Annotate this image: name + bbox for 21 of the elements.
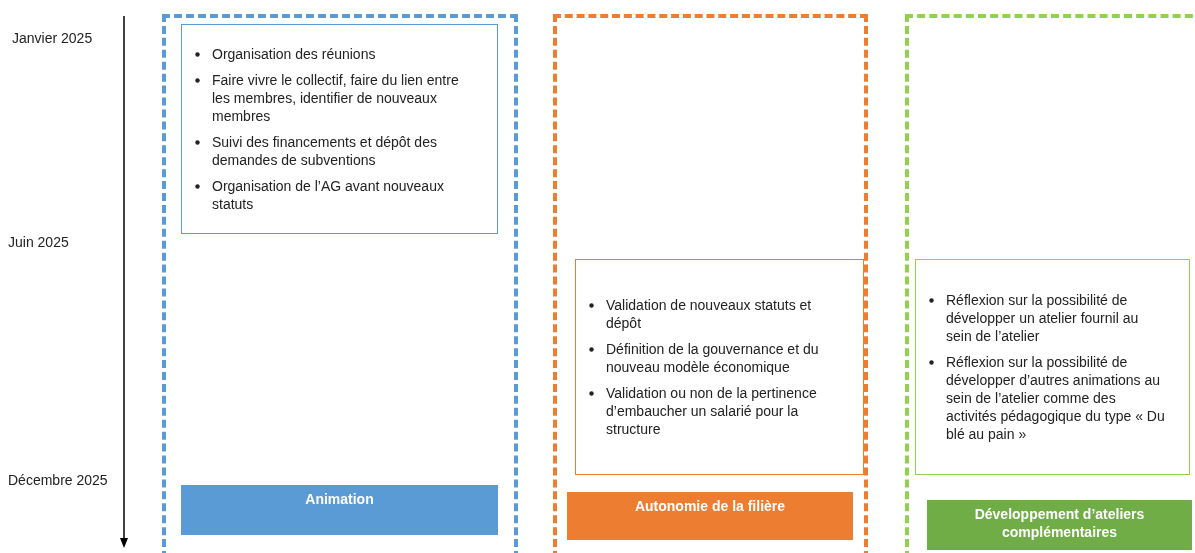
time-label: Juin 2025 <box>8 233 70 252</box>
bullet-item: Organisation de l’AG avant nouveaux statuts <box>212 177 445 213</box>
category-bar: Autonomie de la filière <box>567 492 853 540</box>
time-label: Décembre 2025 <box>8 471 108 490</box>
bullet-item: Suivi des financements et dépôt des demandes de subventions <box>212 133 438 169</box>
time-label: Janvier 2025 <box>12 29 94 48</box>
category-bar: Animation <box>181 485 498 535</box>
bullet-item: Validation de nouveaux statuts et dépôt <box>606 296 813 332</box>
bullet-item: Réflexion sur la possibilité de développer d’autres animations au sein de l’atelier comme des activités pédagogique du type « Du blé au pain » <box>946 353 1165 443</box>
bullet-item: Faire vivre le collectif, faire du lien entre les membres, identifier de nouveaux membres <box>212 71 460 125</box>
bullet-item: Validation ou non de la pertinence d’embaucher un salarié pour la structure <box>606 384 818 438</box>
bullet-item: Réflexion sur la possibilité de développer un atelier fournil au sein de l’atelier <box>946 291 1140 345</box>
bullet-item: Définition de la gouvernance et du nouveau modèle économique <box>606 340 820 376</box>
bullet-list-box <box>915 259 1190 475</box>
dashed-column-frame <box>162 14 518 553</box>
dashed-column-frame <box>553 14 868 553</box>
category-bar: Développement d’ateliers complémentaires <box>927 500 1192 550</box>
bullet-item: Organisation des réunions <box>212 45 377 63</box>
bullet-list-box <box>181 24 498 234</box>
dashed-column-frame <box>905 14 1195 553</box>
bullet-list-box <box>575 259 864 475</box>
